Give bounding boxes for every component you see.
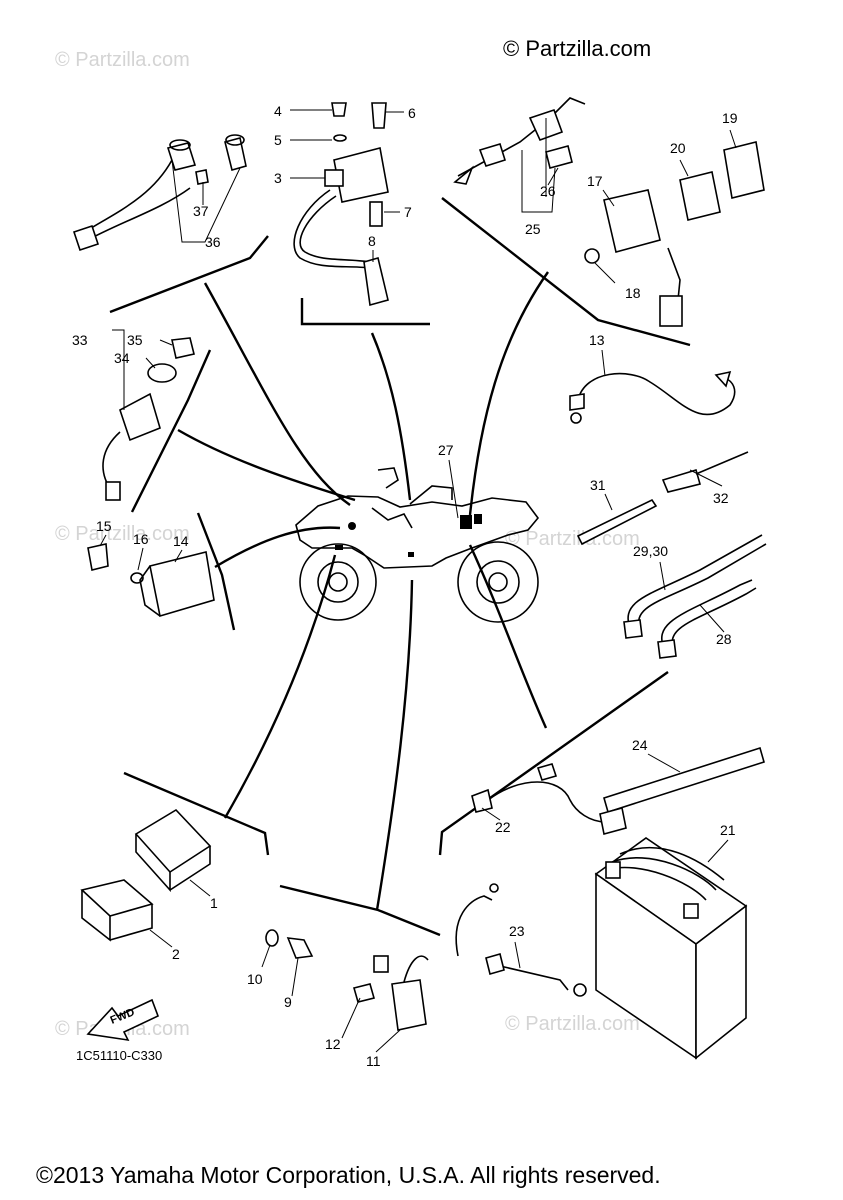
callout-16: 16 (133, 531, 149, 547)
main-switch (102, 337, 195, 501)
callout-27: 27 (438, 442, 454, 458)
watermark: © Partzilla.com (55, 523, 190, 545)
neutral-switch-parts (265, 929, 429, 1031)
group-brackets (109, 197, 691, 937)
callout-25: 25 (525, 221, 541, 237)
callout-10: 10 (247, 971, 263, 987)
callout-23: 23 (509, 923, 525, 939)
callout-24: 24 (632, 737, 648, 753)
rectifier-regulator (87, 543, 215, 618)
fwd-arrow: FWD (86, 998, 160, 1042)
relay-assembly (584, 141, 765, 327)
callout-11: 11 (366, 1053, 381, 1069)
callout-34: 34 (114, 350, 130, 366)
callout-1: 1 (210, 895, 218, 911)
watermark: © Partzilla.com (505, 1013, 640, 1035)
callout-14: 14 (173, 533, 189, 549)
callout-20: 20 (670, 140, 686, 156)
callout-33: 33 (72, 332, 88, 348)
callouts: 4 5 3 6 7 8 37 36 26 25 17 18 20 19 13 2… (72, 103, 738, 1069)
callout-8: 8 (368, 233, 376, 249)
callout-9: 9 (284, 994, 292, 1010)
cable-ties-long (623, 534, 767, 659)
diagram-code: 1C51110-C330 (76, 1048, 163, 1063)
speed-sensor (453, 97, 586, 185)
ignition-coil (293, 102, 389, 307)
handlebar-switch-harness (72, 134, 247, 252)
callout-32: 32 (713, 490, 729, 506)
callout-37: 37 (193, 203, 209, 219)
callout-5: 5 (274, 132, 282, 148)
callout-29-30: 29,30 (633, 543, 668, 559)
callout-2: 2 (172, 946, 180, 962)
callout-7: 7 (404, 204, 412, 220)
cdi-unit (80, 808, 212, 942)
callout-4: 4 (274, 103, 282, 119)
callout-26: 26 (540, 183, 556, 199)
callout-17: 17 (587, 173, 603, 189)
callout-21: 21 (720, 822, 736, 838)
callout-19: 19 (722, 110, 738, 126)
watermark: © Partzilla.com (55, 49, 190, 71)
callout-3: 3 (274, 170, 282, 186)
battery-accessories (455, 746, 765, 997)
callout-12: 12 (325, 1036, 341, 1052)
cable-ties-short (576, 451, 749, 546)
callout-13: 13 (589, 332, 605, 348)
callout-28: 28 (716, 631, 732, 647)
wire-lead (569, 370, 736, 424)
atv-vehicle (295, 467, 540, 623)
callout-36: 36 (205, 234, 221, 250)
callout-18: 18 (625, 285, 641, 301)
callout-35: 35 (127, 332, 143, 348)
watermark: © Partzilla.com (505, 528, 640, 550)
callout-31: 31 (590, 477, 606, 493)
battery (594, 837, 748, 1060)
callout-22: 22 (495, 819, 511, 835)
connector-rays (177, 271, 549, 911)
copyright-notice: ©2013 Yamaha Motor Corporation, U.S.A. A… (36, 1162, 661, 1188)
leader-lines (99, 109, 737, 1053)
callout-15: 15 (96, 518, 112, 534)
callout-6: 6 (408, 105, 416, 121)
site-credit: © Partzilla.com (503, 36, 652, 61)
